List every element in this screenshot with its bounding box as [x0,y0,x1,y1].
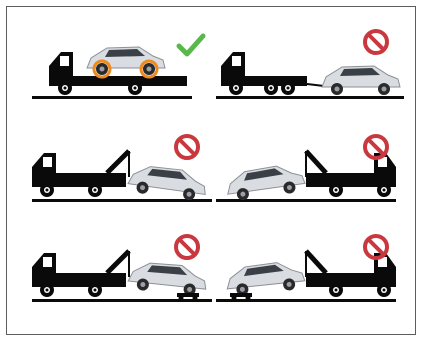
truck-wheel [88,183,102,197]
truck-wheel [58,81,72,95]
panel-rope-tow [216,28,406,106]
ground-line [216,96,404,99]
truck-wheel [377,283,391,297]
car [225,163,306,203]
truck-wheel [329,183,343,197]
ground-line [216,299,396,302]
truck-wheel [88,283,102,297]
ground-line [32,299,212,302]
prohibited-icon [176,236,198,258]
truck-wheel [128,81,142,95]
car [322,66,400,95]
truck-wheel [40,283,54,297]
tow-boom [107,151,129,173]
truck-wheel [40,183,54,197]
truck-wheel [229,81,243,95]
truck-window [232,56,241,66]
ground-line [32,199,212,202]
prohibited-icon [365,31,387,53]
prohibited-icon [176,136,198,158]
ground-line [32,96,192,99]
panel-wheel-lift-rear [27,133,217,211]
truck-window [43,157,52,167]
panel-wheel-lift-front-dolly [216,233,406,311]
tow-rope [307,84,324,86]
tow-boom [107,251,129,273]
tow-boom [306,151,326,173]
truck-wheel [377,183,391,197]
car [225,260,306,297]
truck-wheel [329,283,343,297]
car [127,163,208,203]
car [127,260,208,297]
truck-window [43,257,52,267]
truck-wheel [281,81,295,95]
truck-wheel [264,81,278,95]
panel-flatbed-tow [27,28,217,106]
tow-boom [306,251,326,273]
truck-window [60,56,69,66]
panel-wheel-lift-rear-dolly [27,233,217,311]
panel-wheel-lift-front [216,133,406,211]
check-icon [179,36,203,54]
